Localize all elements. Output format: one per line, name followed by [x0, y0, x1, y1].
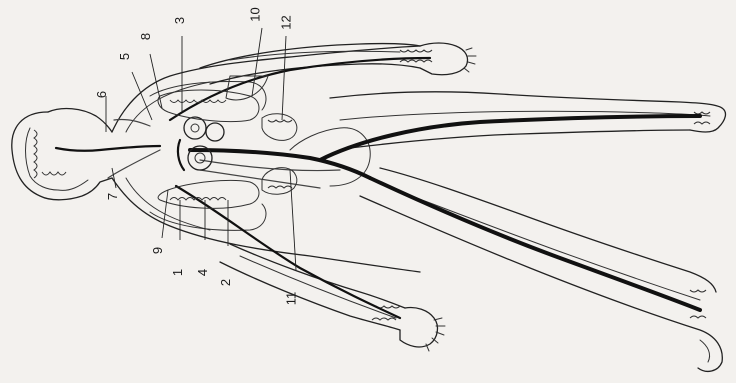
label-9: 9 — [151, 247, 164, 254]
label-10: 10 — [249, 7, 262, 21]
label-5: 5 — [118, 53, 131, 60]
label-1: 1 — [171, 269, 184, 276]
lower-arm — [220, 244, 445, 351]
label-4: 4 — [196, 269, 209, 276]
label-2: 2 — [219, 279, 232, 286]
label-11: 11 — [284, 292, 297, 306]
head — [12, 109, 112, 200]
label-7: 7 — [106, 193, 119, 200]
label-12: 12 — [280, 15, 293, 29]
label-6: 6 — [95, 91, 108, 98]
label-3: 3 — [173, 17, 186, 24]
label-8: 8 — [139, 33, 152, 40]
torso — [112, 46, 420, 272]
major-vessels — [56, 58, 700, 318]
